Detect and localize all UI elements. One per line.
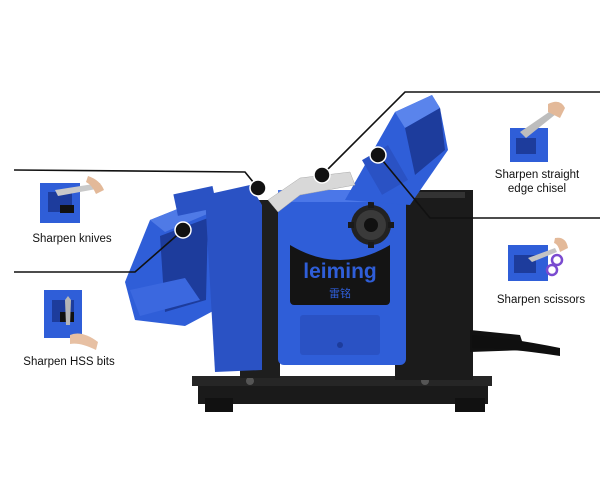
chisel-guide — [345, 95, 448, 205]
scissors-caption: Sharpen scissors — [496, 294, 586, 306]
chisel-caption-line-2: edge chisel — [507, 183, 567, 195]
callout-dots — [174, 146, 387, 239]
brand-logo: leiming — [303, 260, 377, 283]
chisel-caption: Sharpen straight edge chisel — [482, 168, 592, 196]
left-body-panel — [205, 185, 262, 372]
drill-bit-sharpening-thumbnail — [44, 290, 98, 350]
scissors-sharpening-thumbnail — [508, 237, 568, 281]
machine-base — [192, 376, 492, 412]
steel-guide-plate — [267, 171, 356, 213]
chisel-caption-line-1: Sharpen straight — [494, 169, 580, 181]
knives-caption: Sharpen knives — [32, 233, 112, 245]
brand-logo-cn: 雷铭 — [329, 286, 351, 300]
knife-guide — [125, 186, 218, 326]
adjustment-knob — [348, 202, 394, 248]
chisel-sharpening-thumbnail — [510, 101, 565, 162]
knife-sharpening-thumbnail — [40, 176, 104, 223]
hss-bits-caption: Sharpen HSS bits — [23, 356, 115, 368]
